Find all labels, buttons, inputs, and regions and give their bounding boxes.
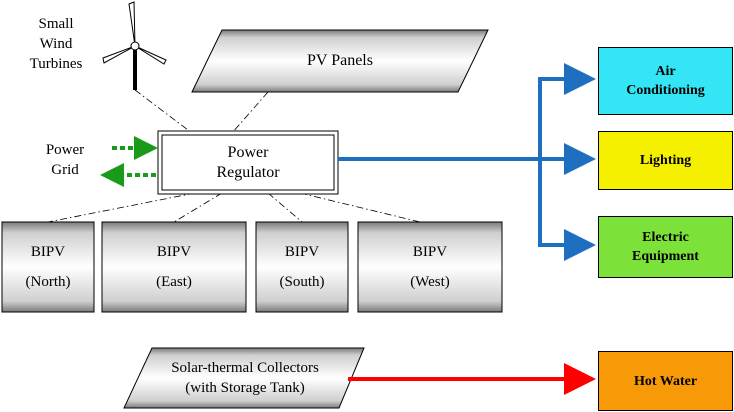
power-grid-arrows bbox=[100, 136, 158, 187]
regulator-to-bipv-west-line bbox=[299, 192, 421, 223]
wind-turbine-icon bbox=[102, 1, 167, 90]
wind-to-regulator-line bbox=[134, 89, 193, 134]
regulator-to-bipv-south-line bbox=[267, 192, 303, 223]
solar-thermal-label: Solar-thermal Collectors (with Storage T… bbox=[171, 360, 319, 396]
regulator-to-bipv-east-line bbox=[173, 192, 223, 223]
power-regulator-label: Power Regulator bbox=[216, 143, 280, 181]
bipv-west-label: BIPV (West) bbox=[410, 244, 450, 290]
regulator-to-bipv-north-line bbox=[47, 192, 196, 223]
bipv-west-shape bbox=[357, 221, 503, 313]
solar-thermal-shape bbox=[123, 347, 365, 409]
bipv-south-shape bbox=[255, 221, 349, 313]
electric-flow-arrows bbox=[338, 63, 596, 261]
bipv-east-label: BIPV (East) bbox=[156, 244, 192, 290]
bipv-south-label: BIPV (South) bbox=[279, 244, 325, 290]
lighting-box: Lighting bbox=[598, 131, 733, 190]
bipv-east-shape bbox=[101, 221, 247, 313]
bipv-north-label: BIPV (North) bbox=[25, 244, 71, 290]
bipv-north-shape bbox=[1, 221, 95, 313]
wind-turbines-label: Small Wind Turbines bbox=[29, 16, 83, 72]
hot-water-box: Hot Water bbox=[598, 351, 733, 411]
power-regulator-inner bbox=[161, 134, 335, 191]
pv-panels-shape bbox=[191, 29, 489, 93]
pv-to-regulator-line bbox=[231, 91, 269, 134]
connector-lines bbox=[47, 89, 421, 223]
power-grid-label: Power Grid bbox=[45, 142, 85, 178]
pv-panels-label: PV Panels bbox=[307, 52, 373, 69]
